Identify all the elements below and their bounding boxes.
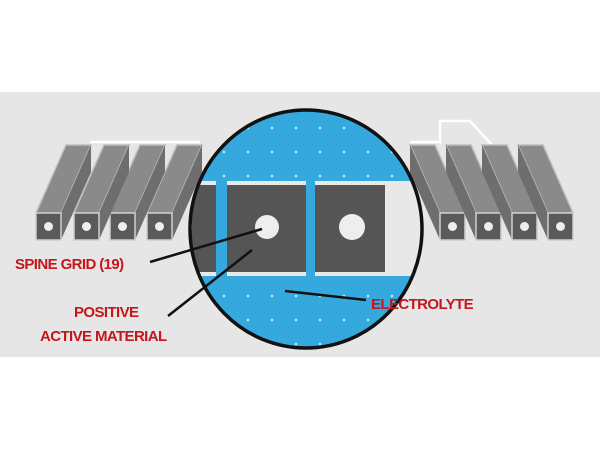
tube [72,144,131,241]
tube-side [99,145,129,240]
spine-grid-label: SPINE GRID (19) [15,256,124,273]
magnifier-outline [188,108,424,350]
tube [444,144,503,241]
spine-icon [44,222,53,231]
electrolyte-leader [284,289,367,302]
tube [108,144,167,241]
electrolyte-gap [216,181,227,276]
plate-lug-right [410,119,493,146]
spine-center [255,215,279,239]
tube [408,144,467,241]
tube-side [172,145,202,240]
positive-active-material-leader [167,249,253,317]
spine-grid-leader [149,227,263,264]
tube-face [109,212,136,241]
spine-icon [118,222,127,231]
tube-side [135,145,165,240]
electrolyte-gap [306,181,315,276]
tube-side [518,145,548,240]
right-tubes [408,144,575,241]
spine-icon [155,222,164,231]
left-tubes [34,144,204,241]
magnified-view [190,110,422,348]
tube-side [410,145,440,240]
positive-label: POSITIVE [74,304,139,321]
tube-side [482,145,512,240]
spine-icon [448,222,457,231]
spine-icon [82,222,91,231]
tube [34,144,93,241]
tube-side [446,145,476,240]
active-material-label: ACTIVE MATERIAL [40,328,167,345]
tube [145,144,204,241]
tube [480,144,539,241]
spine-icon [484,222,493,231]
tube-side [61,145,91,240]
spine-icon [556,222,565,231]
spine-right [339,214,365,240]
tube [516,144,575,241]
spine-icon [520,222,529,231]
electrolyte-label: ELECTROLYTE [371,296,474,313]
